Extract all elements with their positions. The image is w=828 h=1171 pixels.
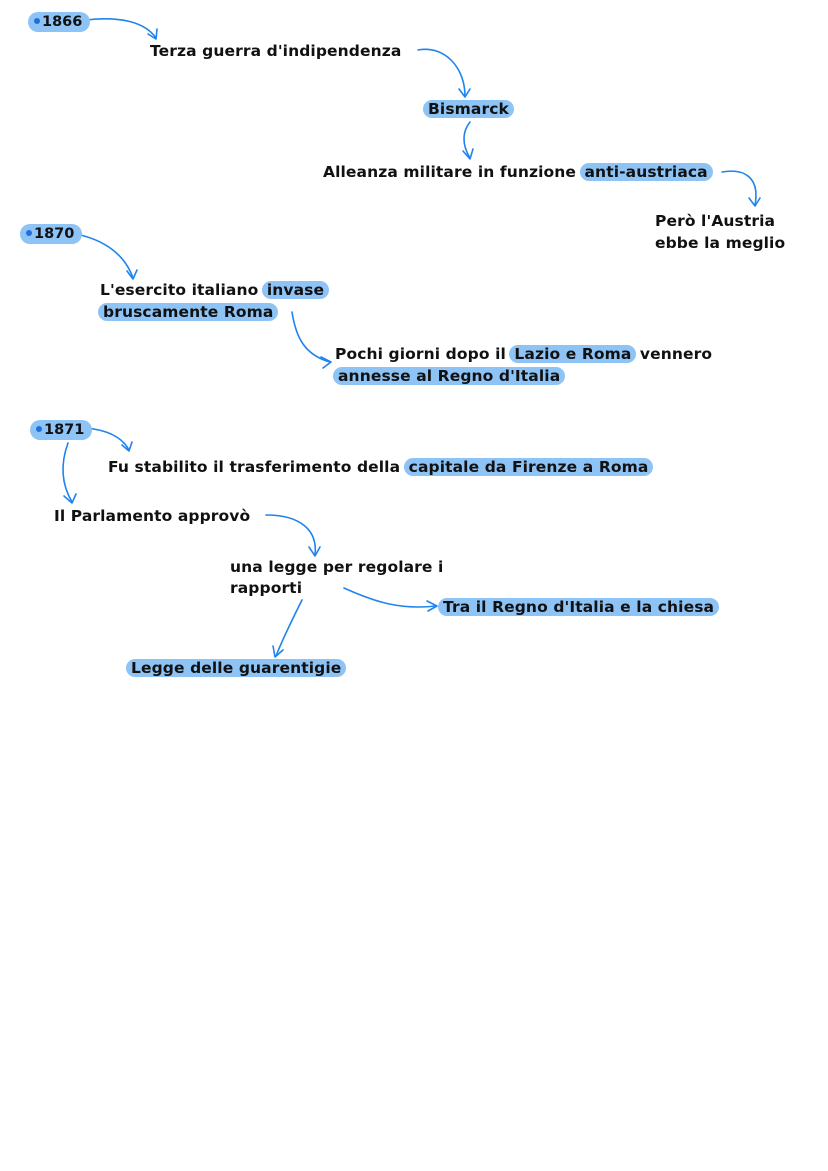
arrowhead	[462, 148, 474, 160]
arrowhead	[748, 197, 761, 207]
arrowhead	[426, 600, 438, 612]
node-pochi-giorni-line1: Pochi giorni dopo il Lazio e Roma venner…	[335, 345, 713, 363]
node-capitale: Fu stabilito il trasferimento della capi…	[108, 456, 654, 478]
node-legge-line1: una legge per regolare i	[230, 558, 444, 576]
arrowhead	[121, 441, 133, 452]
node-alleanza: Alleanza militare in funzione anti-austr…	[323, 161, 713, 183]
arrow-legge-rapporti	[343, 587, 437, 608]
bullet-dot-icon	[36, 426, 42, 432]
year-badge-1866: 1866	[28, 12, 91, 32]
year-badge-1870: 1870	[20, 224, 83, 244]
arrow-legge-guarentigie	[275, 599, 303, 657]
node-esercito-line1: L'esercito italiano invase	[100, 279, 330, 301]
node-esercito-line2: bruscamente Roma	[98, 301, 279, 323]
arrowhead	[272, 645, 284, 658]
bullet-dot-icon	[34, 18, 40, 24]
node-austria-line2: ebbe la meglio	[655, 234, 786, 252]
arrow-parlamento-legge	[265, 514, 317, 556]
arrow-terza-bismarck	[417, 48, 466, 97]
arrow-bismarck-alleanza	[463, 121, 471, 159]
node-legge-line2: rapporti	[230, 579, 303, 597]
arrowhead	[308, 546, 321, 557]
year-badge-1871: 1871	[30, 420, 93, 440]
node-parlamento: Il Parlamento approvò	[54, 507, 251, 525]
arrowhead	[126, 269, 138, 280]
arrowhead	[63, 493, 77, 504]
arrowhead	[320, 356, 332, 369]
node-terza-guerra: Terza guerra d'indipendenza	[150, 42, 402, 60]
node-austria-line1: Però l'Austria	[655, 212, 776, 230]
node-bismarck: Bismarck	[423, 98, 514, 120]
node-regno-chiesa: Tra il Regno d'Italia e la chiesa	[438, 596, 720, 618]
arrow-1870-esercito	[75, 233, 134, 279]
arrow-esercito-pochi	[291, 311, 331, 363]
bullet-dot-icon	[26, 230, 32, 236]
arrow-1866-terza	[85, 18, 157, 39]
arrow-1871-parlamento	[62, 442, 73, 503]
arrow-1871-capitale	[85, 427, 130, 451]
arrowhead	[147, 28, 158, 40]
node-guarentigie: Legge delle guarentigie	[126, 657, 347, 679]
node-pochi-giorni-line2: annesse al Regno d'Italia	[333, 365, 566, 387]
arrow-alleanza-austria	[721, 170, 757, 206]
arrowhead	[458, 88, 471, 98]
